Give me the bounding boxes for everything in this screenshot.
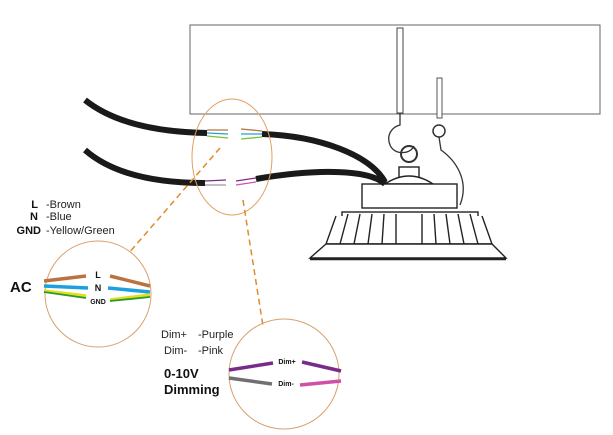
legend-l-desc: -Brown [46,199,81,211]
dim-title-voltage: 0-10V [164,366,199,381]
wire-label-gnd: GND [90,299,106,306]
dimming-cable [83,147,388,187]
legend-dimplus-code: Dim+ [161,329,187,341]
junction-highlight [191,98,273,216]
hook-mount [388,27,464,206]
dim-detail: Dim+ Dim- [228,318,342,430]
wire-label-dimplus: Dim+ [278,359,295,366]
dim-legend: Dim+ -Purple Dim- -Pink 0-10V Dimming [161,329,233,397]
legend-dimplus-desc: -Purple [198,329,233,341]
ac-callout-line [127,147,221,255]
dim-title-dimming: Dimming [164,382,220,397]
wire-label-n: N [95,283,102,293]
highbay-lamp [308,166,508,261]
legend-l-code: L [31,199,38,211]
legend-gnd-desc: -Yellow/Green [46,225,115,237]
legend-n-code: N [30,211,38,223]
legend-dimminus-desc: -Pink [198,345,224,357]
ac-legend: L -Brown N -Blue GND -Yellow/Green [17,199,115,237]
ceiling-panel [189,24,601,115]
wire-label-dimminus: Dim- [278,381,294,388]
wire-label-l: L [95,270,101,280]
legend-n-desc: -Blue [46,211,72,223]
legend-gnd-code: GND [17,225,42,237]
ac-label: AC [10,279,32,296]
legend-dimminus-code: Dim- [164,345,188,357]
ac-detail: AC L N GND [10,240,152,348]
power-cable [83,97,388,184]
dim-callout-line [242,199,264,327]
